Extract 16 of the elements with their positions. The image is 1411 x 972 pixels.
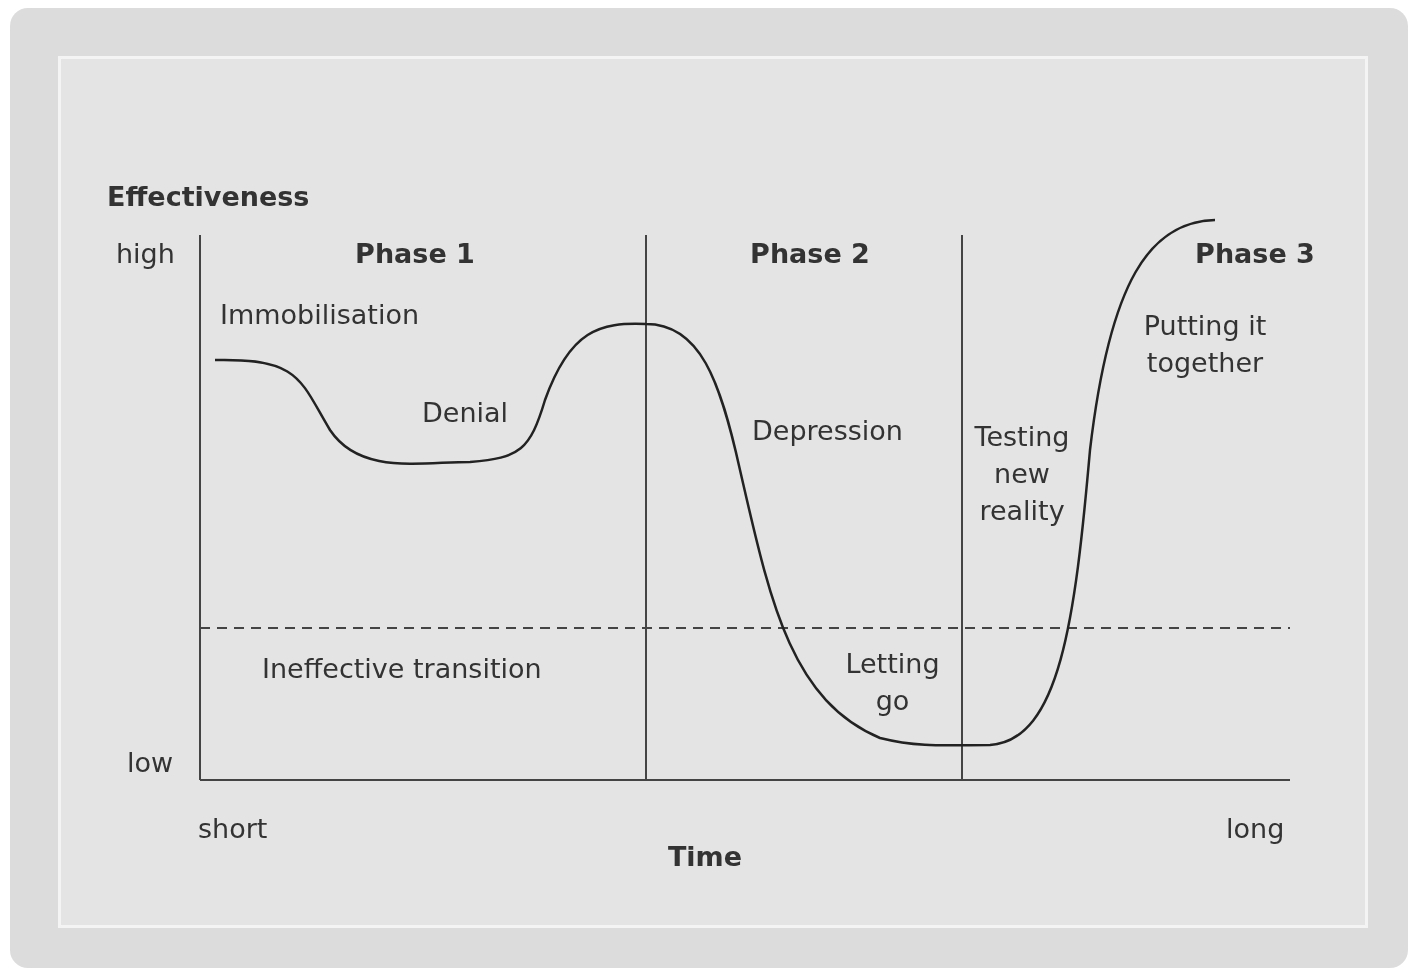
stage-label: Testing new reality	[973, 420, 1071, 528]
axis-title: Effectiveness	[107, 180, 310, 214]
stage-label: Immobilisation	[220, 298, 420, 332]
stage-label: Denial	[422, 396, 509, 430]
axis-label: high	[116, 237, 175, 271]
axis-label: long	[1226, 812, 1285, 846]
axis-title: Time	[666, 840, 744, 874]
stage-label: Ineffective transition	[262, 652, 542, 686]
phase-heading: Phase 3	[1194, 237, 1316, 271]
stage-label: Putting it together	[1142, 309, 1268, 380]
phase-heading: Phase 2	[749, 237, 871, 271]
axis-label: low	[127, 746, 174, 780]
stage-label: Depression	[752, 414, 903, 448]
phase-heading: Phase 1	[354, 237, 476, 271]
axis-label: short	[198, 812, 268, 846]
stage-label: Letting go	[844, 647, 941, 718]
